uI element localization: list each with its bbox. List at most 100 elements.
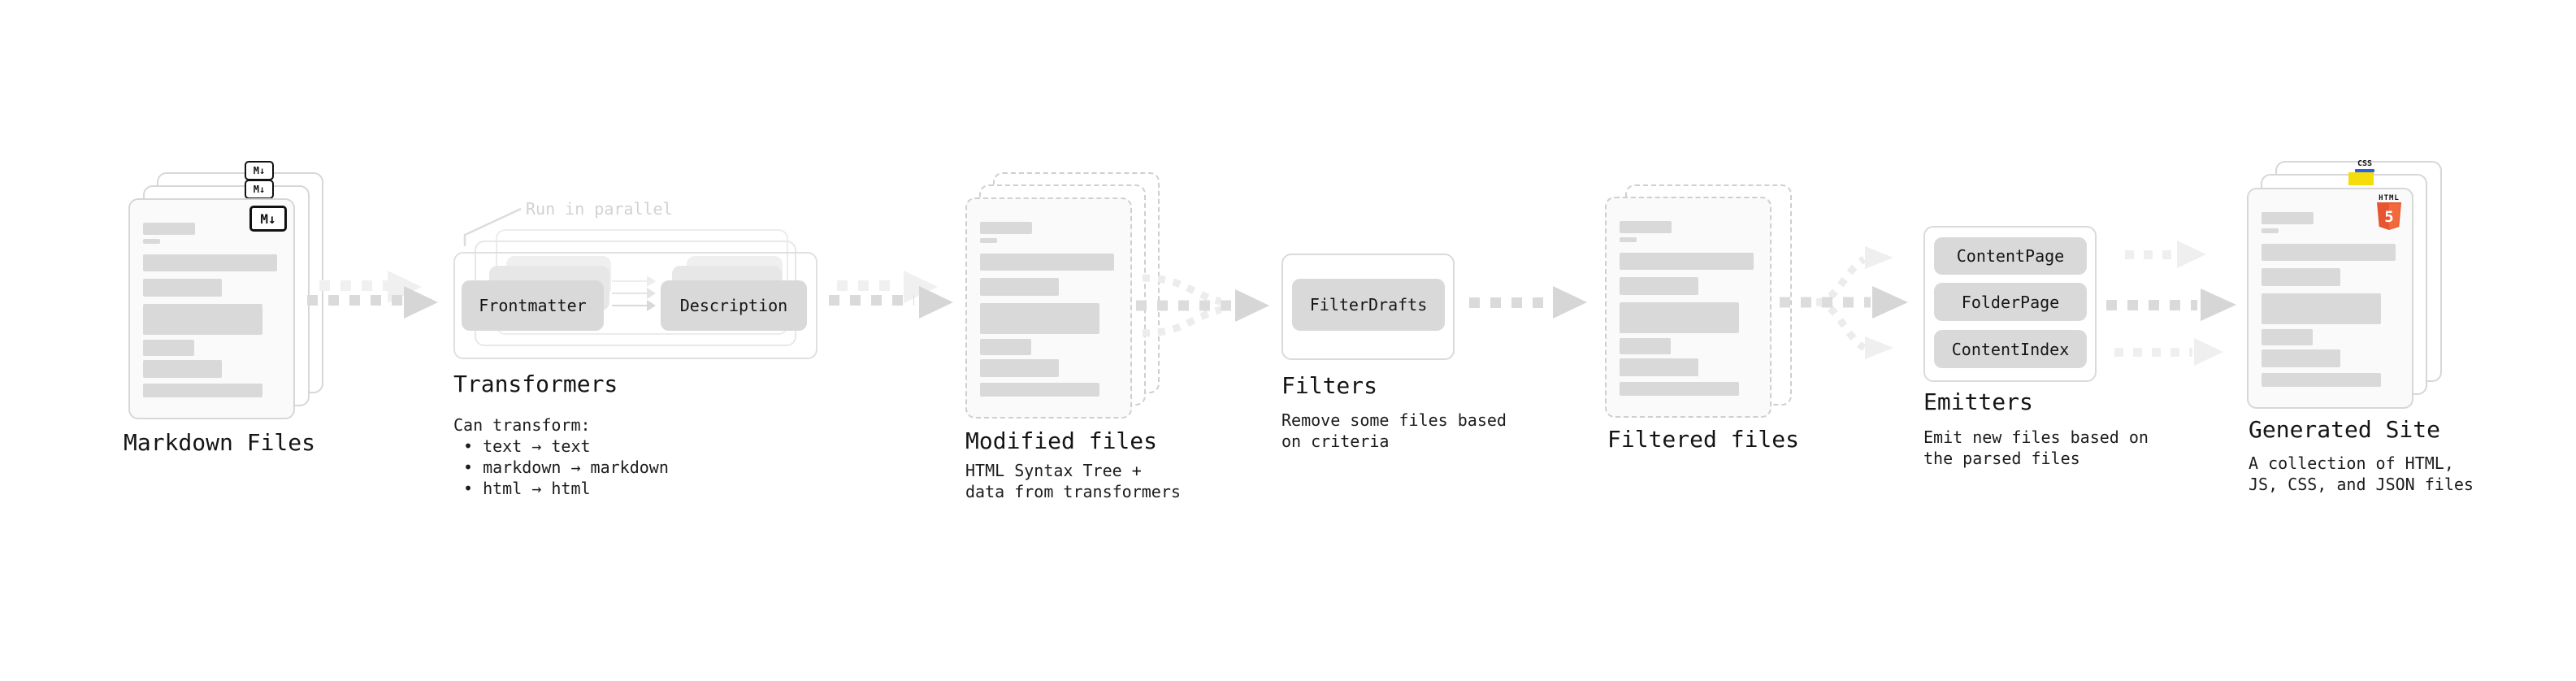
stage-title-filtered-files: Filtered files (1607, 426, 1800, 453)
emitters-desc-line: Emit new files based on (1923, 427, 2149, 447)
arrow-dash-ghost (319, 280, 388, 291)
text-line-bar (2262, 329, 2313, 345)
emitter-folder-page-box: FolderPage (1934, 283, 2087, 321)
svg-text:5: 5 (2384, 208, 2393, 226)
stage-title-markdown-files: Markdown Files (124, 429, 316, 456)
emitter-content-index-box: ContentIndex (1934, 330, 2087, 368)
markdown-file-icon: M↓ (245, 161, 274, 180)
text-line-bar (2262, 244, 2396, 261)
arrow-dash-ghost (837, 280, 894, 291)
text-line-bar (1620, 338, 1671, 354)
arrow-head (919, 286, 953, 319)
filters-desc-line: on criteria (1281, 432, 1390, 451)
run-in-parallel-note: Run in parallel (526, 199, 673, 219)
modified-files-desc-line: HTML Syntax Tree + (965, 461, 1142, 480)
text-line-bar (143, 279, 222, 297)
generated-site-desc-line: JS, CSS, and JSON files (2249, 475, 2474, 494)
stage-title-modified-files: Modified files (965, 427, 1158, 454)
transformers-desc-item: • text → text (463, 436, 591, 456)
css-file-icon: CSS (2355, 160, 2374, 172)
text-line-bar (1620, 253, 1754, 270)
stage-title-filters: Filters (1281, 372, 1378, 399)
text-line-bar (980, 238, 997, 243)
arrow-head (1872, 286, 1908, 319)
parallel-arrow-icon (612, 288, 656, 299)
transformer-card-front (453, 252, 817, 359)
transformers-desc-item: • html → html (463, 479, 591, 498)
arrow-head-ghost (2177, 241, 2206, 268)
arrow-head-ghost (1865, 336, 1893, 359)
markdown-doc-front: M↓ (128, 198, 295, 419)
connector-modified-to-filters (1136, 274, 1269, 337)
doc-content-bars (1620, 221, 1754, 396)
text-line-bar (143, 304, 262, 335)
transformer-output-box: Description (661, 280, 807, 331)
html5-wordmark: HTML (2379, 194, 2400, 202)
transformers-desc-item: • markdown → markdown (463, 458, 669, 477)
text-line-bar (980, 339, 1031, 355)
text-line-bar (980, 278, 1059, 296)
markdown-file-icon: M↓ (245, 180, 274, 199)
arrow-head (2201, 288, 2236, 321)
arrow-dash-ghost (2125, 250, 2175, 259)
arrow-dash (307, 295, 403, 306)
css-underline (2355, 169, 2374, 172)
text-line-bar (2262, 268, 2340, 286)
text-line-bar (980, 383, 1099, 397)
run-in-parallel-callout-line (463, 207, 522, 246)
stage-title-transformers: Transformers (453, 371, 618, 397)
arrow-dash (1469, 297, 1546, 308)
stage-title-emitters: Emitters (1923, 388, 2033, 415)
text-line-bar (980, 359, 1059, 377)
emitters-desc-line: the parsed files (1923, 449, 2080, 468)
html5-shield: 5 (2377, 202, 2401, 230)
text-line-bar (1620, 277, 1698, 295)
js-file-icon (2348, 172, 2374, 185)
text-line-bar (2262, 349, 2340, 367)
arrow-dash (2106, 300, 2197, 310)
doc-content-bars (980, 222, 1114, 397)
modified-doc-front (965, 197, 1132, 419)
text-line-bar (1620, 221, 1672, 233)
arrow-head-ghost (1865, 246, 1893, 269)
html5-icon: HTML 5 (2374, 194, 2404, 233)
parallel-arrow-icon (612, 300, 656, 311)
arrow-head-ghost (2194, 338, 2223, 366)
filters-desc-line: Remove some files based (1281, 410, 1507, 430)
site-doc-front: HTML 5 (2247, 188, 2413, 409)
markdown-file-icon: M↓ (249, 206, 287, 232)
text-line-bar (980, 222, 1032, 234)
doc-content-bars (143, 223, 277, 397)
connector-filtered-to-emitters (1780, 246, 1908, 359)
text-line-bar (980, 254, 1114, 271)
stage-title-generated-site: Generated Site (2249, 416, 2441, 443)
transformer-input-box: Frontmatter (462, 280, 604, 331)
text-line-bar (143, 239, 160, 244)
emitter-content-page-box: ContentPage (1934, 237, 2087, 275)
modified-files-desc-line: data from transformers (965, 482, 1181, 501)
text-line-bar (2262, 373, 2381, 387)
text-line-bar (980, 303, 1099, 334)
text-line-bar (143, 384, 262, 397)
text-line-bar (1620, 302, 1739, 333)
text-line-bar (143, 254, 277, 271)
generated-site-desc-line: A collection of HTML, (2249, 453, 2454, 473)
parallel-arrow-icon (612, 275, 656, 287)
doc-content-bars (2262, 212, 2396, 387)
text-line-bar (1620, 358, 1698, 376)
filter-drafts-box: FilterDrafts (1292, 279, 1445, 331)
text-line-bar (143, 223, 195, 235)
text-line-bar (143, 340, 194, 356)
css-label: CSS (2357, 159, 2373, 168)
transformers-desc-title: Can transform: (453, 415, 591, 435)
arrow-head (1553, 286, 1587, 319)
text-line-bar (1620, 237, 1637, 242)
arrow-dash-ghost (2114, 348, 2192, 357)
text-line-bar (2262, 228, 2279, 233)
arrow-head (1235, 289, 1269, 322)
text-line-bar (2262, 212, 2314, 224)
text-line-bar (1620, 382, 1739, 396)
arrow-dash (829, 295, 914, 306)
arrow-head (404, 286, 438, 319)
